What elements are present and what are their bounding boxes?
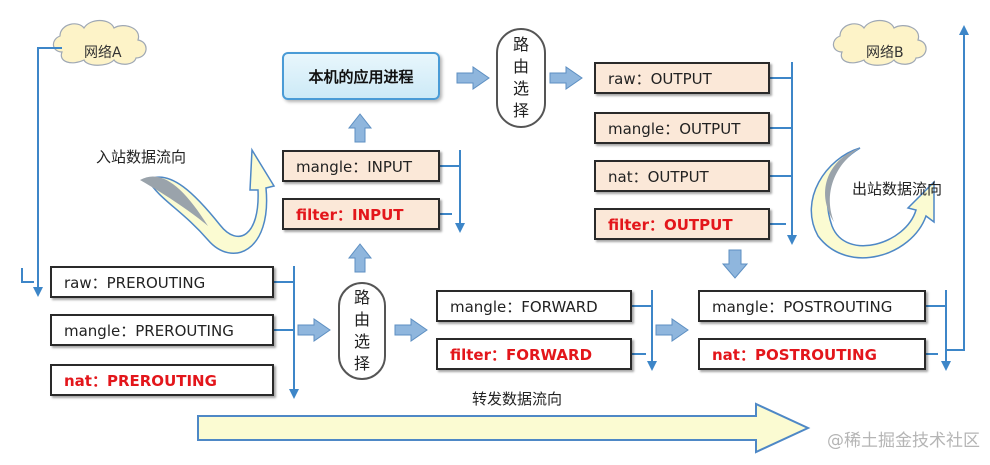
routing-decision-bottom: 路 由 选 择 bbox=[338, 282, 386, 380]
outbound-curve-arrow bbox=[810, 147, 935, 259]
filter-input-box: filter：INPUT bbox=[282, 198, 440, 230]
routing-char: 择 bbox=[512, 101, 529, 120]
mangle-postrouting-box: mangle：POSTROUTING bbox=[698, 290, 926, 322]
connector-lines bbox=[21, 25, 969, 399]
routing-char: 路 bbox=[512, 35, 529, 54]
routing-char: 由 bbox=[353, 310, 370, 329]
routing-char: 选 bbox=[512, 79, 529, 98]
inbound-flow-label: 入站数据流向 bbox=[96, 148, 187, 166]
mangle-forward-box: mangle：FORWARD bbox=[436, 290, 632, 322]
inbound-curve-arrow bbox=[140, 147, 276, 254]
nat-output-box: nat：OUTPUT bbox=[594, 160, 770, 192]
flow-arrows bbox=[297, 66, 749, 342]
mangle-prerouting-box: mangle：PREROUTING bbox=[50, 314, 274, 346]
routing-char: 择 bbox=[353, 354, 370, 373]
watermark: @稀土掘金技术社区 bbox=[827, 431, 980, 451]
cloud-network-b bbox=[832, 19, 927, 66]
nat-postrouting-box: nat：POSTROUTING bbox=[698, 338, 926, 370]
mangle-output-box: mangle：OUTPUT bbox=[594, 112, 770, 144]
nat-prerouting-box: nat：PREROUTING bbox=[50, 364, 274, 396]
cloud-network-a bbox=[52, 19, 147, 66]
forward-flow-arrow bbox=[197, 402, 811, 454]
raw-prerouting-box: raw：PREROUTING bbox=[50, 266, 274, 298]
network-a-label: 网络A bbox=[84, 45, 122, 61]
mangle-input-box: mangle：INPUT bbox=[282, 150, 440, 182]
forward-flow-label: 转发数据流向 bbox=[472, 390, 563, 408]
local-app-process: 本机的应用进程 bbox=[282, 52, 440, 100]
routing-char: 路 bbox=[353, 288, 370, 307]
routing-char: 由 bbox=[512, 57, 529, 76]
routing-decision-top: 路 由 选 择 bbox=[496, 28, 546, 128]
filter-forward-box: filter：FORWARD bbox=[436, 338, 632, 370]
outbound-flow-label: 出站数据流向 bbox=[852, 180, 943, 198]
filter-output-box: filter：OUTPUT bbox=[594, 208, 770, 240]
network-b-label: 网络B bbox=[866, 45, 904, 61]
raw-output-box: raw：OUTPUT bbox=[594, 62, 770, 94]
routing-char: 选 bbox=[353, 332, 370, 351]
